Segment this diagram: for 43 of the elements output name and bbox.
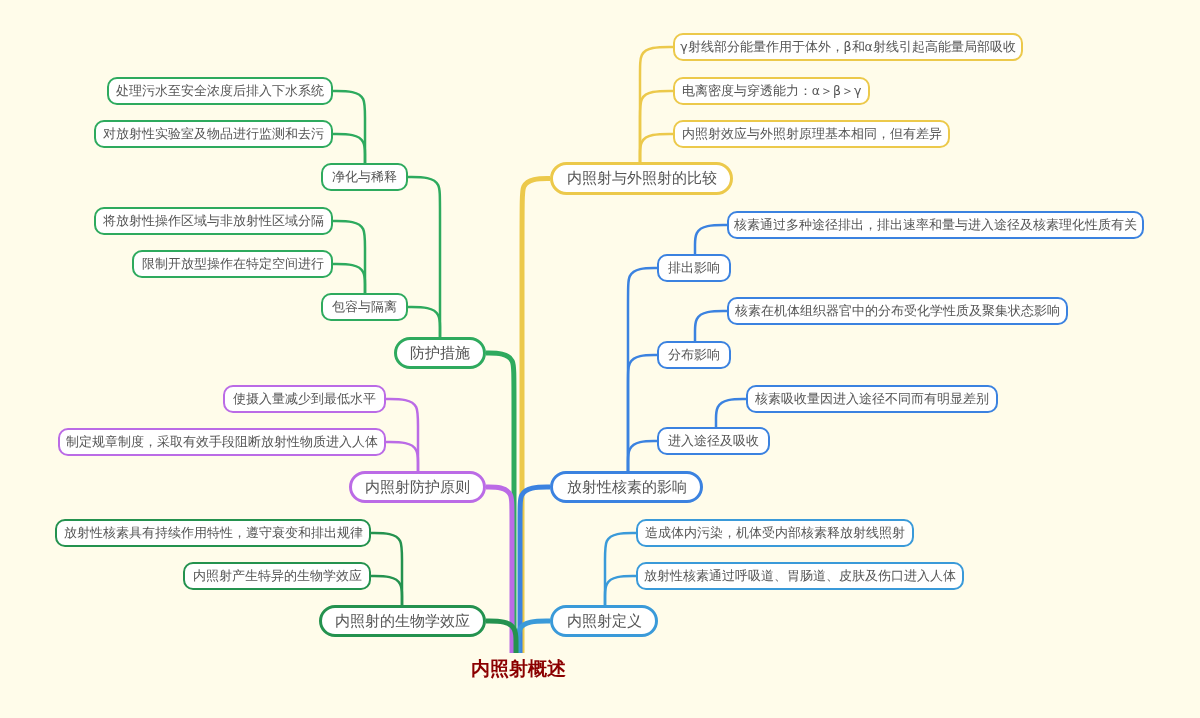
detail-note: 电离密度与穿透能力：α＞β＞γ (673, 77, 870, 105)
detail-note: 将放射性操作区域与非放射性区域分隔 (94, 207, 333, 235)
detail-note: 放射性核素通过呼吸道、胃肠道、皮肤及伤口进入人体 (636, 562, 964, 590)
detail-note: 限制开放型操作在特定空间进行 (132, 250, 333, 278)
detail-note: 处理污水至安全浓度后排入下水系统 (107, 77, 333, 105)
main-topic: 内照射定义 (550, 605, 658, 637)
main-topic: 内照射防护原则 (349, 471, 486, 503)
branch-line (371, 574, 404, 606)
detail-note: 制定规章制度，采取有效手段阻断放射性物质进入人体 (58, 428, 386, 456)
detail-note: 造成体内污染，机体受内部核素释放射线照射 (636, 519, 914, 547)
main-topic: 放射性核素的影响 (550, 471, 703, 503)
detail-note: 放射性核素具有持续作用特性，遵守衰变和排出规律 (55, 519, 371, 547)
branch-line (408, 305, 442, 338)
branch-line (714, 397, 746, 428)
main-topic: 防护措施 (394, 337, 486, 369)
subtopic: 进入途径及吸收 (657, 427, 770, 455)
branch-line (333, 132, 367, 164)
branch-line (333, 262, 367, 294)
detail-note: 使摄入量减少到最低水平 (223, 385, 386, 413)
subtopic: 分布影响 (657, 341, 731, 369)
subtopic: 净化与稀释 (321, 163, 408, 191)
detail-note: 核素通过多种途径排出，排出速率和量与进入途径及核素理化性质有关 (727, 211, 1144, 239)
subtopic: 包容与隔离 (321, 293, 408, 321)
main-topic: 内照射的生物学效应 (319, 605, 486, 637)
branch-line (603, 574, 636, 606)
detail-note: 内照射效应与外照射原理基本相同，但有差异 (673, 120, 950, 148)
branch-line (693, 309, 727, 342)
central-topic: 内照射概述 (463, 655, 573, 683)
detail-note: 对放射性实验室及物品进行监测和去污 (94, 120, 333, 148)
detail-note: 核素吸收量因进入途径不同而有明显差别 (746, 385, 998, 413)
branch-line (638, 132, 673, 163)
branch-line (386, 440, 420, 472)
detail-note: 内照射产生特异的生物学效应 (183, 562, 371, 590)
branch-line (515, 618, 550, 655)
main-topic: 内照射与外照射的比较 (550, 162, 733, 195)
branch-line (486, 618, 519, 655)
branch-line (517, 484, 550, 655)
branch-line (626, 439, 657, 472)
branch-line (693, 223, 727, 255)
branch-line (486, 484, 515, 655)
subtopic: 排出影响 (657, 254, 731, 282)
detail-note: γ射线部分能量作用于体外，β和α射线引起高能量局部吸收 (673, 33, 1023, 61)
detail-note: 核素在机体组织器官中的分布受化学性质及聚集状态影响 (727, 297, 1068, 325)
